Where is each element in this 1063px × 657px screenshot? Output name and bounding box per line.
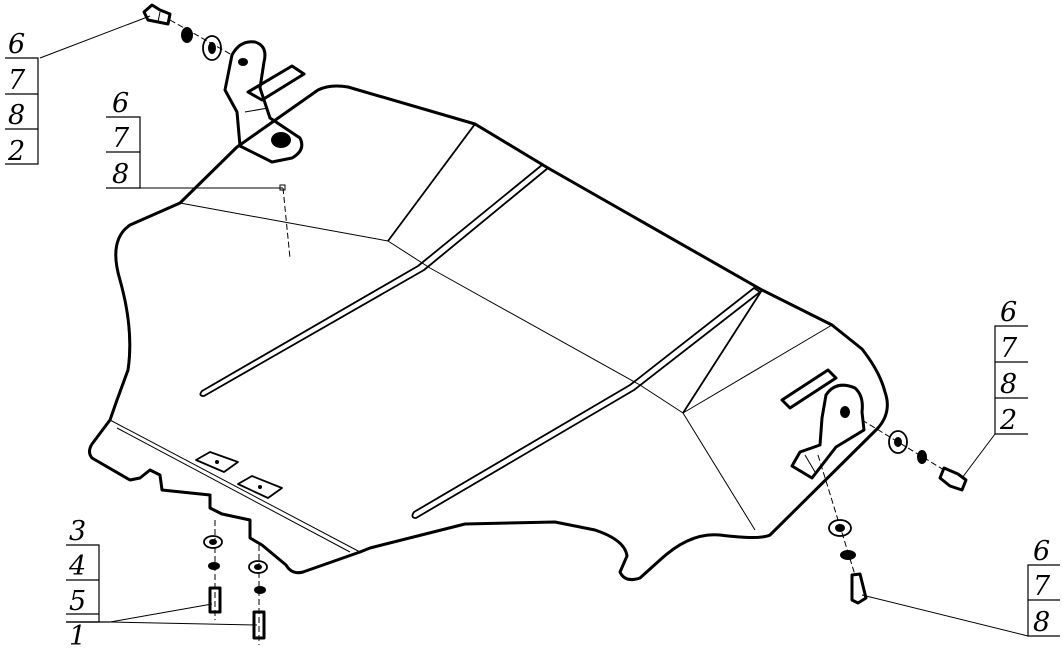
skid-plate-outline xyxy=(88,84,889,581)
callout-number: 2 xyxy=(7,136,25,167)
callout-number: 8 xyxy=(8,100,25,131)
callout-right-upper: 6 7 8 2 xyxy=(994,297,1028,436)
callout-number: 7 xyxy=(1033,571,1051,602)
callout-number: 7 xyxy=(1000,333,1018,364)
slot-hole xyxy=(258,485,262,489)
top-left-bolt-set xyxy=(142,3,233,61)
callout-number: 1 xyxy=(69,621,86,652)
callout-right-lower: 6 7 8 xyxy=(1027,536,1060,638)
fold-line xyxy=(116,427,351,553)
callout-number: 8 xyxy=(112,159,129,190)
callout-number: 6 xyxy=(112,88,129,119)
callout-number: 7 xyxy=(112,123,130,154)
leader-line xyxy=(861,594,1029,637)
callout-top-left-inner: 6 7 8 xyxy=(106,88,141,190)
callout-number: 7 xyxy=(8,65,26,96)
fold-line xyxy=(429,267,641,386)
fold-line xyxy=(179,202,389,242)
right-upper-bolt-set xyxy=(861,419,968,492)
callout-number: 6 xyxy=(8,29,25,60)
left-mount-bracket xyxy=(223,40,306,164)
mount-slot xyxy=(237,475,283,499)
callout-number: 8 xyxy=(1033,607,1050,638)
slot-hole xyxy=(215,460,219,464)
right-lower-bolt-set xyxy=(817,454,868,605)
fold-line xyxy=(682,289,763,414)
callout-number: 4 xyxy=(68,551,86,582)
stiffening-rib xyxy=(411,287,761,519)
mount-slot xyxy=(195,451,239,473)
leader-line xyxy=(961,433,996,479)
callout-number: 2 xyxy=(999,405,1017,436)
fold-line xyxy=(387,240,431,269)
fold-line xyxy=(109,419,361,553)
fold-line xyxy=(387,123,476,242)
callout-bottom-left: 3 4 5 1 xyxy=(66,516,100,652)
leader-line xyxy=(109,603,213,623)
callout-number: 3 xyxy=(69,516,86,547)
leader-line xyxy=(39,15,151,59)
callout-number: 5 xyxy=(69,586,86,617)
right-mount-bracket xyxy=(780,368,866,480)
callout-number: 6 xyxy=(1033,536,1050,567)
stiffening-rib xyxy=(199,164,549,397)
fold-line xyxy=(682,412,756,531)
leader-line xyxy=(282,187,291,259)
callout-top-left-outer: 6 7 8 2 xyxy=(5,29,39,167)
fold-line xyxy=(639,384,684,414)
leader-anchor xyxy=(279,184,286,191)
callout-number: 6 xyxy=(1000,297,1017,328)
fold-line xyxy=(682,324,833,414)
leader-line xyxy=(109,621,258,626)
callout-number: 8 xyxy=(1000,369,1017,400)
bottom-left-bolt-set xyxy=(203,520,268,645)
